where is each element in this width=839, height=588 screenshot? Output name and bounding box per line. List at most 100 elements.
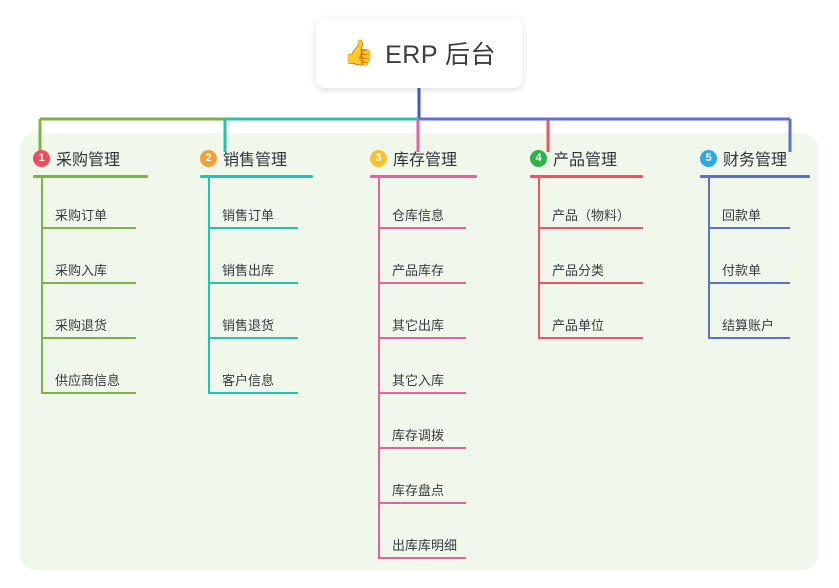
list-item-rule	[41, 392, 136, 394]
list-item-label: 仓库信息	[392, 208, 445, 223]
column-3: 3 库存管理仓库信息产品库存其它出库其它入库库存调拨库存盘点出库库明细	[370, 146, 477, 563]
column-header-rule-2	[200, 175, 313, 178]
list-item[interactable]: 其它出库	[370, 288, 477, 343]
list-item[interactable]: 产品分类	[530, 233, 643, 288]
column-items-4: 产品（物料） 产品分类产品单位	[530, 178, 643, 343]
column-badge-5: 5	[700, 149, 717, 167]
list-item[interactable]: 付款单	[700, 233, 810, 288]
list-item-label: 出库库明细	[392, 538, 458, 553]
column-items-3: 仓库信息产品库存其它出库其它入库库存调拨库存盘点出库库明细	[370, 178, 477, 563]
list-item[interactable]: 供应商信息	[33, 343, 148, 398]
root-node-title: ERP 后台	[385, 41, 497, 69]
column-title-4: 产品管理	[553, 152, 618, 169]
list-item-label: 产品库存	[392, 263, 445, 278]
list-item[interactable]: 销售出库	[200, 233, 313, 288]
column-badge-1: 1	[33, 149, 50, 167]
diagram-background-panel	[20, 133, 818, 570]
list-item[interactable]: 产品单位	[530, 288, 643, 343]
root-node-erp-backend[interactable]: 👍 ERP 后台	[316, 18, 523, 88]
list-item[interactable]: 库存调拨	[370, 398, 477, 453]
list-item[interactable]: 产品（物料）	[530, 178, 643, 233]
list-item-label: 库存调拨	[392, 428, 445, 443]
list-item-label: 产品单位	[552, 318, 605, 333]
column-spine-5	[708, 178, 710, 339]
column-spine-1	[41, 178, 43, 394]
list-item-label: 销售出库	[222, 263, 275, 278]
list-item-label: 付款单	[722, 263, 762, 278]
column-items-2: 销售订单销售出库销售退货客户信息	[200, 178, 313, 398]
list-item-label: 库存盘点	[392, 483, 445, 498]
column-header-1[interactable]: 1 采购管理	[33, 146, 148, 170]
list-item[interactable]: 采购入库	[33, 233, 148, 288]
list-item-rule	[378, 282, 466, 284]
list-item-label: 供应商信息	[55, 373, 121, 388]
list-item[interactable]: 仓库信息	[370, 178, 477, 233]
list-item-label: 采购订单	[55, 208, 108, 223]
list-item-label: 产品分类	[552, 263, 605, 278]
list-item-rule	[208, 282, 298, 284]
column-header-rule-3	[370, 175, 477, 178]
column-header-rule-5	[700, 175, 810, 178]
list-item-rule	[378, 227, 466, 229]
list-item[interactable]: 回款单	[700, 178, 810, 233]
column-title-3: 库存管理	[393, 152, 458, 169]
root-node-content: 👍 ERP 后台	[343, 35, 496, 71]
list-item-label: 销售退货	[222, 318, 275, 333]
column-header-5[interactable]: 5 财务管理	[700, 146, 810, 170]
list-item[interactable]: 结算账户	[700, 288, 810, 343]
column-items-5: 回款单付款单结算账户	[700, 178, 810, 343]
list-item-rule	[378, 337, 466, 339]
list-item-label: 其它入库	[392, 373, 445, 388]
list-item[interactable]: 客户信息	[200, 343, 313, 398]
list-item-rule	[41, 227, 136, 229]
column-title-5: 财务管理	[723, 152, 788, 169]
list-item[interactable]: 采购订单	[33, 178, 148, 233]
column-header-2[interactable]: 2 销售管理	[200, 146, 313, 170]
list-item[interactable]: 其它入库	[370, 343, 477, 398]
list-item-rule	[41, 337, 136, 339]
column-4: 4 产品管理产品（物料） 产品分类产品单位	[530, 146, 643, 343]
column-5: 5 财务管理回款单付款单结算账户	[700, 146, 810, 343]
column-1: 1 采购管理采购订单采购入库采购退货供应商信息	[33, 146, 148, 398]
list-item-rule	[538, 227, 643, 229]
column-title-2: 销售管理	[223, 152, 288, 169]
list-item-rule	[708, 282, 790, 284]
list-item-rule	[208, 227, 298, 229]
list-item-label: 回款单	[722, 208, 762, 223]
column-header-4[interactable]: 4 产品管理	[530, 146, 643, 170]
column-spine-4	[538, 178, 540, 339]
list-item-label: 结算账户	[722, 318, 775, 333]
list-item-rule	[208, 392, 298, 394]
list-item-rule	[708, 227, 790, 229]
list-item-rule	[378, 392, 466, 394]
list-item-rule	[378, 557, 466, 559]
list-item-rule	[378, 502, 466, 504]
column-spine-3	[378, 178, 380, 559]
list-item[interactable]: 销售退货	[200, 288, 313, 343]
column-header-3[interactable]: 3 库存管理	[370, 146, 477, 170]
column-2: 2 销售管理销售订单销售出库销售退货客户信息	[200, 146, 313, 398]
list-item-rule	[708, 337, 790, 339]
column-badge-2: 2	[200, 149, 217, 167]
list-item-label: 其它出库	[392, 318, 445, 333]
list-item[interactable]: 产品库存	[370, 233, 477, 288]
column-header-rule-4	[530, 175, 643, 178]
list-item[interactable]: 库存盘点	[370, 453, 477, 508]
list-item-label: 产品（物料）	[552, 208, 631, 223]
column-items-1: 采购订单采购入库采购退货供应商信息	[33, 178, 148, 398]
column-badge-4: 4	[530, 149, 547, 167]
column-badge-3: 3	[370, 149, 387, 167]
list-item-rule	[538, 282, 643, 284]
column-spine-2	[208, 178, 210, 394]
list-item[interactable]: 采购退货	[33, 288, 148, 343]
column-header-rule-1	[33, 175, 148, 178]
list-item[interactable]: 出库库明细	[370, 508, 477, 563]
column-title-1: 采购管理	[56, 152, 121, 169]
thumbs-up-icon: 👍	[342, 38, 375, 67]
list-item-label: 采购入库	[55, 263, 108, 278]
list-item-rule	[208, 337, 298, 339]
list-item-label: 客户信息	[222, 373, 275, 388]
list-item-label: 采购退货	[55, 318, 108, 333]
list-item[interactable]: 销售订单	[200, 178, 313, 233]
